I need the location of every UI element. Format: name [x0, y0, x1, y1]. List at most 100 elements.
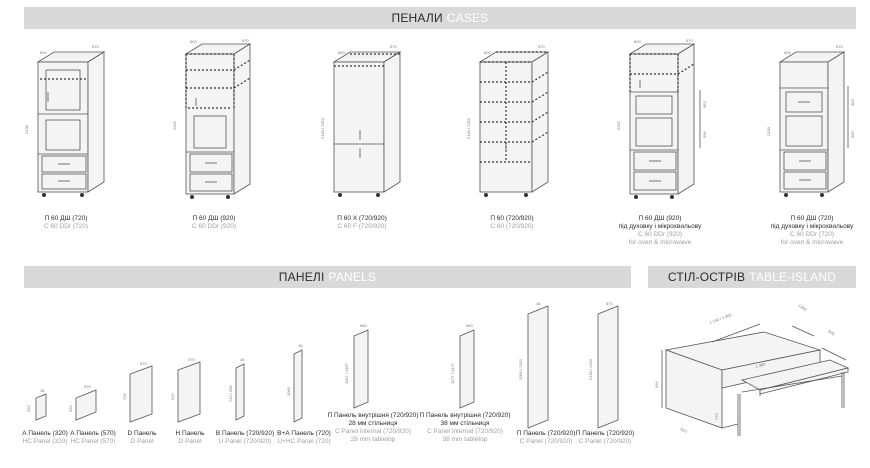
case-3-height: 2130 / 2322 [320, 117, 325, 139]
island-header: СТІЛ-ОСТРІВ TABLE-ISLAND [648, 266, 856, 288]
panels-title: ПАНЕЛІ [278, 270, 325, 284]
case-4-title: П 60 (720/920) [490, 215, 534, 222]
panel-5-code: U Panel (720/920) [218, 438, 272, 445]
case-1-code: C 60 DDr (720) [43, 223, 89, 230]
panel-1-caption: А Панель (320) HC Panel (320) [22, 430, 68, 446]
island-1260: 1260 [797, 303, 808, 313]
case-5-depth: 570 [686, 38, 693, 43]
panel-7-code: C Panel internal (720/920) [335, 428, 411, 435]
panel-8-extra-en: 38 mm tabletop [442, 436, 488, 443]
panel-1-height: 320 [26, 405, 31, 412]
panel-1-code: HC Panel (320) [22, 438, 68, 445]
case-4-depth: 570 [538, 44, 545, 49]
case-3-drawing: 2130 / 2322 600 570 [320, 44, 402, 197]
case-5-caption: П 60 ДШ (920) під духовку і мікрохвильов… [619, 215, 702, 247]
panels-header: ПАНЕЛІ PANELS [24, 266, 631, 288]
case-1-height: 2130 [24, 124, 29, 134]
case-4-code: C 60 (720/920) [490, 223, 534, 230]
panel-7-drawing: 1167 / 1487 560 [344, 323, 369, 409]
panel-5-drawing: 720 / 900 16 [228, 357, 245, 421]
panel-2-title: А Панель (570) [70, 430, 116, 437]
case-5-dim-362: 362 [702, 101, 707, 108]
case-2-depth: 570 [242, 38, 249, 43]
case-1-drawing: 2130 600 570 [24, 44, 106, 197]
panel-6-title: В+А Панель (720) [277, 430, 331, 437]
case-4-drawing: 2130 / 2322 600 570 [466, 44, 550, 197]
panel-7-depth: 560 [360, 323, 367, 328]
panel-6-height: 1060 [286, 386, 291, 396]
panel-6-code: U+HC Panel (720) [277, 438, 331, 445]
panel-3-height: 716 [122, 393, 127, 400]
island-title: СТІЛ-ОСТРІВ [667, 270, 746, 284]
panel-5-depth: 16 [240, 357, 245, 362]
panel-6-drawing: 1060 16 [286, 343, 303, 423]
panel-5-title: В Панель (720/920) [215, 430, 275, 437]
panel-7-extra-en: 28 mm tabletop [350, 436, 396, 443]
island-subtitle: TABLE-ISLAND [749, 270, 837, 284]
case-3-title: П 60 Х (720/920) [337, 215, 387, 222]
case-5-note: під духовку і мікрохвильову [618, 223, 702, 230]
panel-10-depth: 570 [606, 301, 613, 306]
case-4-caption: П 60 (720/920) C 60 (720/920) [490, 215, 533, 231]
panel-9-height: 2000 / 2322 [518, 358, 523, 380]
case-2-code: C 60 DDr (920) [191, 223, 237, 230]
panel-2-drawing: 320 570 [68, 384, 97, 421]
case-1-width: 600 [40, 50, 47, 55]
case-1-title: П 60 ДШ (720) [44, 215, 88, 222]
panel-10-drawing: 2130 / 2322 570 [588, 301, 619, 429]
case-6-dim-362: 362 [850, 99, 855, 106]
case-6-width: 600 [784, 50, 791, 55]
case-5-width: 600 [634, 39, 641, 44]
panel-2-height: 320 [68, 405, 73, 412]
panel-8-title: П Панель внутрішня (720/920) [419, 412, 511, 419]
panel-6-caption: В+А Панель (720) U+HC Panel (720) [277, 430, 331, 446]
case-6-note-en: for oven & microwave [780, 239, 844, 246]
panel-10-title: П Панель (720/920) [575, 430, 635, 437]
panel-7-caption: П Панель внутрішня (720/920) 28 мм стіль… [327, 412, 418, 444]
panel-3-caption: D Панель D Panel [128, 430, 157, 446]
case-1-depth: 570 [92, 44, 99, 49]
case-2-title: П 60 ДШ (920) [192, 215, 236, 222]
case-6-caption: П 60 ДШ (720) під духовку і мікрохвильов… [771, 215, 854, 247]
case-3-caption: П 60 Х (720/920) C 60 F (720/920) [337, 215, 386, 231]
case-3-depth: 570 [390, 44, 397, 49]
island-600: 600 [827, 329, 836, 337]
case-2-drawing: 2322 600 570 [172, 38, 252, 199]
island-1380: 1 380 [755, 361, 767, 369]
panel-7-height: 1167 / 1487 [344, 362, 349, 384]
panel-3-drawing: 716 570 [122, 361, 153, 423]
panel-4-depth: 570 [188, 357, 195, 362]
case-6-code: C 60 DDr (720) [789, 231, 835, 238]
panel-10-code: C Panel (720/920) [578, 438, 632, 445]
island-length: 1 140 / 1 460 [709, 312, 733, 325]
case-4-height: 2130 / 2322 [466, 117, 471, 139]
panel-3-title: D Панель [127, 430, 157, 437]
case-6-title: П 60 ДШ (720) [790, 215, 834, 222]
panel-6-depth: 16 [298, 343, 303, 348]
panel-4-drawing: 912 570 [170, 357, 201, 423]
panel-4-height: 912 [170, 393, 175, 400]
case-6-dim-596: 596 [850, 131, 855, 138]
panel-8-caption: П Панель внутрішня (720/920) 38 мм стіль… [419, 412, 510, 444]
cases-title: ПЕНАЛИ [391, 11, 443, 25]
panel-9-code: C Panel (720/920) [519, 438, 573, 445]
case-5-dim-596: 596 [702, 131, 707, 138]
panel-8-depth: 563 [466, 323, 473, 328]
panel-2-code: HC Panel (570) [70, 438, 116, 445]
cases-header: ПЕНАЛИ CASES [24, 7, 856, 29]
case-5-drawing: 362 596 2322 600 570 [616, 38, 707, 199]
panel-1-depth: 16 [40, 388, 45, 393]
panels-subtitle: PANELS [328, 270, 377, 284]
panel-2-caption: А Панель (570) HC Panel (570) [70, 430, 116, 446]
panel-7-extra: 28 мм стільниця [348, 420, 398, 427]
panel-4-code: D Panel [178, 438, 202, 445]
case-2-width: 600 [190, 39, 197, 44]
case-6-note: під духовку і мікрохвильову [770, 223, 854, 230]
panel-3-code: D Panel [130, 438, 154, 445]
panel-1-title: А Панель (320) [22, 430, 68, 437]
case-4-width: 600 [484, 50, 491, 55]
case-5-note-en: for oven & microwave [628, 239, 692, 246]
island-height: 916 [654, 381, 659, 388]
panel-2-depth: 570 [84, 384, 91, 389]
case-6-depth: 570 [836, 44, 843, 49]
